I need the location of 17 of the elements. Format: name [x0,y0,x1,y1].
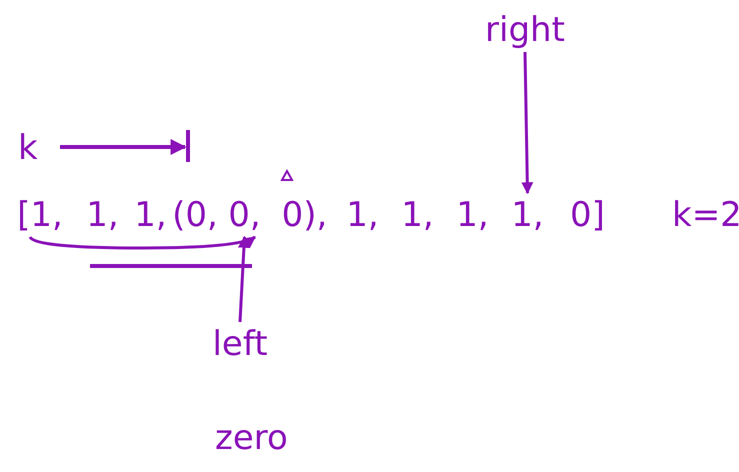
array-element: 1, [450,193,495,237]
pointer-arrow [521,52,534,194]
pointer-arrow [28,236,256,250]
parameter-label: k=2 [672,195,739,235]
pointer-arrow [238,236,250,322]
pointer-label: right [485,8,565,52]
variable-label: zero [215,418,288,458]
window-size-label: k [18,128,38,168]
array-element: 1, [505,193,550,237]
array-element: [1, [10,193,70,237]
array-element: 0), [272,193,337,237]
array-element: 0] [560,193,615,237]
array-element: 1, [80,193,125,237]
array-element: 1, [340,193,385,237]
array-element: 0, [222,193,267,237]
pointer-label: left [205,322,275,366]
array-element: 1, [395,193,440,237]
